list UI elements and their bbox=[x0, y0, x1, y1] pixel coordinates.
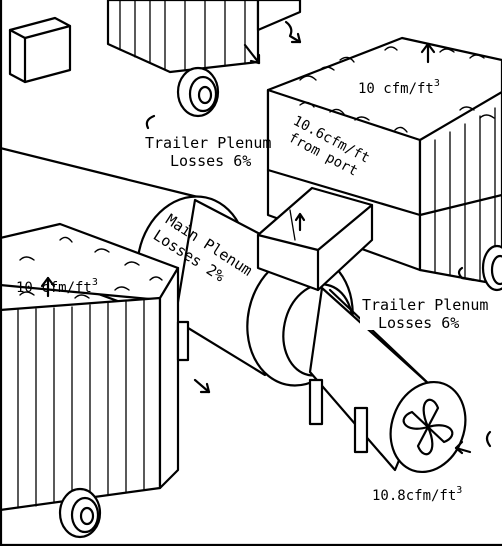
fan-blade-icon bbox=[389, 380, 467, 474]
svg-text:10.8cfm/ft3: 10.8cfm/ft3 bbox=[372, 485, 462, 504]
wheel-icon bbox=[176, 66, 220, 118]
fan-inlet-flow-superscript: 3 bbox=[456, 485, 462, 496]
fan-inlet-flow-value: 10.8cfm/ft bbox=[372, 488, 456, 504]
fan-inlet-flow-label: 10.8cfm/ft3 bbox=[372, 485, 462, 504]
left-bin-flow-superscript: 3 bbox=[92, 277, 98, 288]
left-bin-flow-value: 10 cfm/ft bbox=[16, 280, 92, 296]
left-bin bbox=[0, 222, 180, 512]
right-trailer-plenum-label: Trailer Plenum Losses 6% bbox=[360, 292, 502, 332]
top-trailer-plenum-label: Trailer Plenum Losses 6% bbox=[145, 134, 271, 170]
right-bin-flow-value: 10 cfm/ft bbox=[358, 81, 434, 97]
right-bin-flow-superscript: 3 bbox=[434, 78, 440, 89]
top-duct-stub bbox=[8, 16, 72, 84]
right-bin-flow-label: 10 cfm/ft3 bbox=[358, 78, 440, 97]
right-trailer-loss-line1: Trailer Plenum bbox=[362, 296, 488, 314]
svg-text:10 cfm/ft3: 10 cfm/ft3 bbox=[358, 78, 440, 97]
wheel-icon bbox=[58, 487, 102, 539]
flow-arrow-icon bbox=[40, 20, 492, 455]
left-bin-connector bbox=[176, 320, 190, 362]
top-left-bin bbox=[106, 0, 302, 74]
top-trailer-loss-line2: Losses 6% bbox=[170, 152, 251, 170]
right-trailer-loss-line2: Losses 6% bbox=[378, 314, 459, 332]
wheel-icon bbox=[481, 244, 502, 292]
right-bin bbox=[266, 36, 502, 287]
left-bin-flow-label: 10 cfm/ft3 bbox=[16, 277, 98, 296]
svg-text:10 cfm/ft3: 10 cfm/ft3 bbox=[16, 277, 98, 296]
port-duct bbox=[256, 186, 374, 292]
top-trailer-loss-line1: Trailer Plenum bbox=[145, 134, 271, 152]
